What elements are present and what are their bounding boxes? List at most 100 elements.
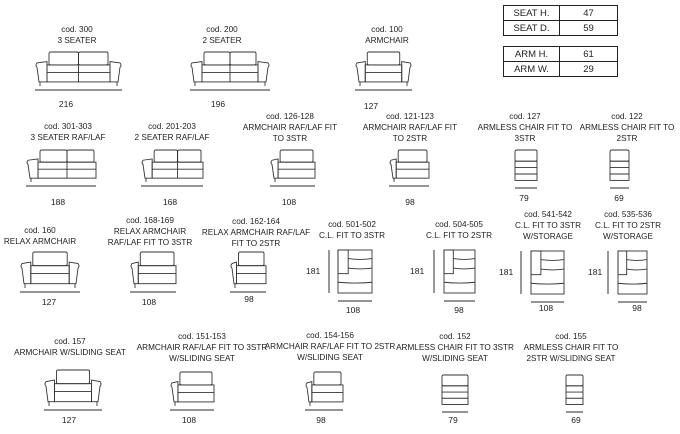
armrest-left bbox=[130, 261, 139, 285]
back-cushion bbox=[397, 149, 428, 163]
armrest-left bbox=[141, 158, 153, 179]
back-cushion bbox=[177, 149, 202, 163]
depth-dimension-line bbox=[520, 251, 522, 294]
item-code: cod. 504-505 bbox=[435, 220, 483, 229]
spec-label: SEAT D. bbox=[503, 20, 560, 36]
armrest-left bbox=[230, 261, 237, 285]
seat-body bbox=[30, 265, 70, 285]
back-cushion bbox=[229, 51, 257, 66]
sofa-drawing bbox=[26, 149, 97, 187]
item-description: 2 SEATER RAF/LAF bbox=[134, 133, 210, 142]
chaise-longue-drawing bbox=[337, 249, 373, 302]
item-description: W/SLIDING SEAT bbox=[169, 354, 235, 363]
backrest bbox=[337, 249, 349, 275]
item-description: FIT TO 2STR bbox=[231, 239, 281, 248]
item-code: cod. 126-128 bbox=[266, 112, 314, 121]
arm-spec-table: ARM H.61 ARM W.29 bbox=[503, 46, 618, 77]
seat-body bbox=[311, 384, 344, 403]
cushion-line bbox=[337, 281, 373, 284]
armrest-right bbox=[109, 61, 122, 83]
item-depth: 181 bbox=[588, 267, 603, 277]
item-code: cod. 154-156 bbox=[306, 331, 354, 340]
item-width: 127 bbox=[363, 101, 379, 111]
spec-label: ARM W. bbox=[503, 61, 560, 77]
sofa-drawing bbox=[141, 149, 204, 187]
item-description: C.L. FIT TO 3STR bbox=[319, 231, 385, 240]
item-description: 2 SEATER bbox=[202, 36, 242, 45]
backrest bbox=[617, 250, 628, 276]
chaise-longue-drawing bbox=[617, 250, 648, 303]
item-code: cod. 151-153 bbox=[178, 332, 226, 341]
depth-dimension-line bbox=[328, 250, 330, 293]
item-code: cod. 301-303 bbox=[44, 122, 92, 131]
cushion-line bbox=[540, 259, 565, 261]
item-description: ARMCHAIR W/SLIDING SEAT bbox=[14, 348, 126, 357]
depth-dimension-line bbox=[433, 250, 435, 293]
item-description: ARMCHAIR bbox=[365, 36, 409, 45]
spec-row: SEAT D.59 bbox=[503, 20, 618, 36]
depth-dimension-line bbox=[607, 251, 609, 294]
armrest-left bbox=[44, 379, 55, 403]
spec-label: SEAT H. bbox=[503, 5, 560, 21]
item-code: cod. 541-542 bbox=[524, 210, 572, 219]
back-cushion bbox=[66, 149, 95, 163]
item-description: RELAX ARMCHAIR bbox=[3, 237, 77, 246]
spec-value: 29 bbox=[559, 61, 618, 77]
item-width: 127 bbox=[61, 415, 77, 425]
back-cushion bbox=[39, 149, 68, 163]
item-width: 108 bbox=[141, 297, 157, 307]
back-cushion bbox=[153, 149, 179, 163]
item-width: 108 bbox=[538, 303, 554, 313]
item-code: cod. 201-203 bbox=[148, 122, 196, 131]
item-code: cod. 155 bbox=[555, 332, 587, 341]
item-description: C.L. FIT TO 3STR bbox=[515, 221, 581, 230]
armrest-left bbox=[20, 261, 32, 285]
armless-chair-drawing bbox=[514, 149, 538, 189]
item-description: ARMLESS CHAIR FIT TO bbox=[579, 123, 675, 132]
sofa-drawing bbox=[230, 251, 267, 293]
seat-body bbox=[236, 265, 267, 285]
cushion-line bbox=[348, 267, 373, 270]
seat-body bbox=[565, 385, 584, 405]
back-cushion bbox=[441, 374, 469, 387]
armrest-left bbox=[355, 60, 366, 83]
item-depth: 181 bbox=[499, 267, 514, 277]
sofa-drawing bbox=[305, 371, 344, 411]
spec-value: 47 bbox=[559, 5, 618, 21]
armrest-right bbox=[68, 261, 80, 285]
item-description: 3 SEATER RAF/LAF bbox=[30, 133, 106, 142]
item-code: cod. 127 bbox=[509, 112, 541, 121]
item-width: 127 bbox=[41, 297, 57, 307]
item-code: cod. 162-164 bbox=[232, 217, 280, 226]
item-width: 108 bbox=[181, 415, 197, 425]
armrest-right bbox=[91, 379, 102, 403]
back-cushion bbox=[565, 374, 584, 387]
cushion-line bbox=[453, 258, 476, 260]
armrest-left bbox=[26, 158, 39, 179]
cushion-line bbox=[453, 267, 476, 270]
item-code: cod. 300 bbox=[61, 25, 93, 34]
item-label: cod. 201-203 2 SEATER RAF/LAF bbox=[135, 121, 210, 143]
item-code: cod. 501-502 bbox=[328, 220, 376, 229]
armless-chair-drawing bbox=[565, 374, 584, 413]
cushion-line bbox=[626, 259, 648, 261]
armrest-right bbox=[257, 61, 270, 83]
sofa-drawing bbox=[270, 149, 316, 187]
item-code: cod. 160 bbox=[24, 226, 56, 235]
item-width: 79 bbox=[448, 415, 458, 425]
item-code: cod. 121-123 bbox=[386, 112, 434, 121]
item-description: TO 2STR bbox=[392, 134, 428, 143]
item-description: W/SLIDING SEAT bbox=[422, 354, 488, 363]
seat-spec-table: SEAT H.47 SEAT D.59 bbox=[503, 5, 618, 36]
